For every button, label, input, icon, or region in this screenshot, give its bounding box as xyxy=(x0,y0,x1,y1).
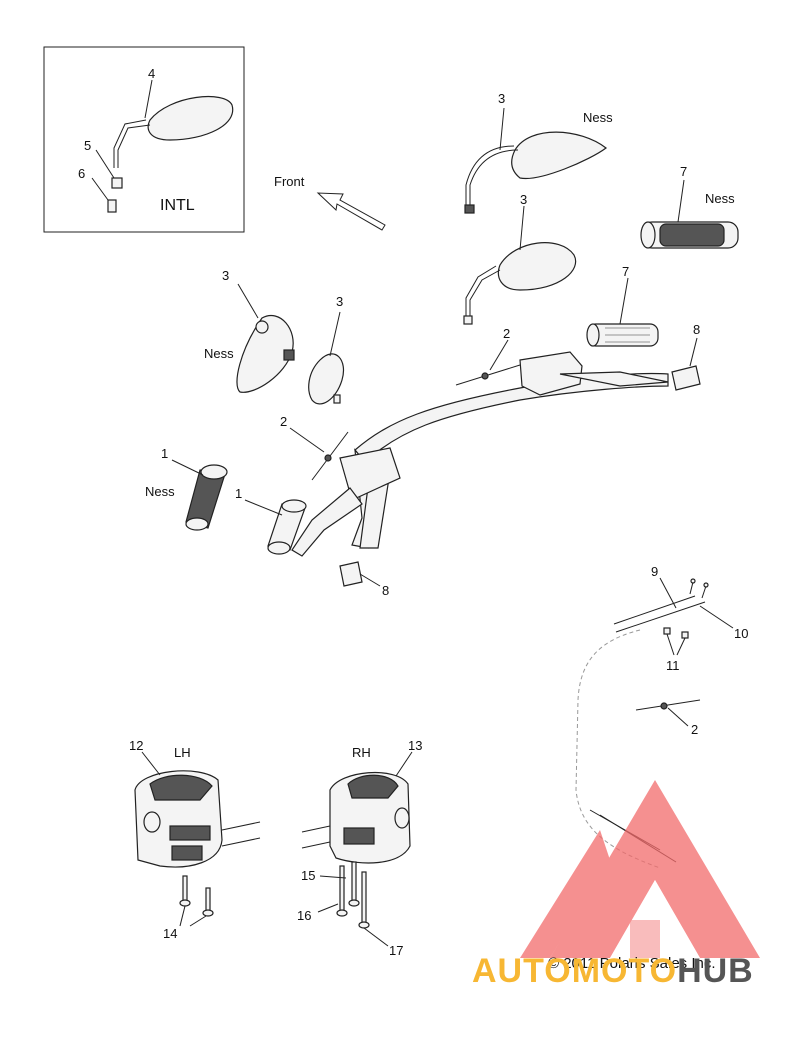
bar-end-left xyxy=(339,561,363,587)
intl-bolt-6 xyxy=(107,199,117,213)
callout-4: 4 xyxy=(148,66,155,81)
grip-right xyxy=(586,323,659,347)
grip-left xyxy=(267,499,307,555)
intl-inset-box xyxy=(43,46,245,233)
callout-15: 15 xyxy=(301,868,315,883)
ness-grip-left xyxy=(185,464,228,531)
callout-12: 12 xyxy=(129,738,143,753)
callout-1: 1 xyxy=(235,486,242,501)
ness-label-grip-right: Ness xyxy=(705,191,735,206)
watermark-logo xyxy=(520,780,760,958)
watermark-text: AUTOMOTOHUB xyxy=(472,952,754,991)
rh-switch-housing xyxy=(301,771,411,864)
intl-adapter-5 xyxy=(111,177,123,189)
copyright-notice: © 2011 Polaris Sales Inc. xyxy=(548,955,716,972)
callout-3-right: 3 xyxy=(520,192,527,207)
ness-mirror-top xyxy=(464,131,607,214)
mirror-left xyxy=(308,353,344,405)
callout-7-top: 7 xyxy=(680,164,687,179)
lh-switch-housing xyxy=(134,770,261,868)
callout-3-top: 3 xyxy=(498,91,505,106)
callout-11: 11 xyxy=(666,658,680,673)
left-clutch-perch xyxy=(291,447,401,557)
callout-3-left: 3 xyxy=(336,294,343,309)
callout-6: 6 xyxy=(78,166,85,181)
callout-2-lower: 2 xyxy=(691,722,698,737)
callout-2-mid: 2 xyxy=(280,414,287,429)
watermark-part-1: AUTOMOTO xyxy=(472,952,678,990)
wire-harness-run xyxy=(575,629,661,869)
ness-label-mirror-left: Ness xyxy=(204,346,234,361)
intl-label: INTL xyxy=(160,197,195,214)
callout-9: 9 xyxy=(651,564,658,579)
callout-14: 14 xyxy=(163,926,177,941)
callout-7-mid: 7 xyxy=(622,264,629,279)
callout-8-right: 8 xyxy=(693,322,700,337)
handlebar xyxy=(351,372,669,549)
intl-mirror xyxy=(113,95,234,168)
callout-5: 5 xyxy=(84,138,91,153)
callout-16: 16 xyxy=(297,908,311,923)
callout-1-ness: 1 xyxy=(161,446,168,461)
callout-13: 13 xyxy=(408,738,422,753)
bar-end-right xyxy=(671,365,701,391)
cable-tie-2-lower xyxy=(635,699,701,711)
callout-3-left-ness: 3 xyxy=(222,268,229,283)
rh-screws xyxy=(336,861,370,929)
ness-grip-right xyxy=(640,221,739,249)
ness-label-grip-left: Ness xyxy=(145,484,175,499)
callout-17: 17 xyxy=(389,943,403,958)
throttle-cables xyxy=(613,578,709,639)
front-label: Front xyxy=(274,174,305,189)
front-arrow xyxy=(316,192,386,231)
rh-label: RH xyxy=(352,745,371,760)
right-master-cylinder xyxy=(519,351,669,396)
ness-label-mirror-top: Ness xyxy=(583,110,613,125)
callout-8-left: 8 xyxy=(382,583,389,598)
callout-2-top: 2 xyxy=(503,326,510,341)
watermark-part-2: HUB xyxy=(677,952,754,990)
ness-mirror-left xyxy=(236,315,295,393)
callout-10: 10 xyxy=(734,626,748,641)
lh-screws xyxy=(179,875,214,917)
lh-label: LH xyxy=(174,745,191,760)
mirror-right xyxy=(463,242,577,325)
